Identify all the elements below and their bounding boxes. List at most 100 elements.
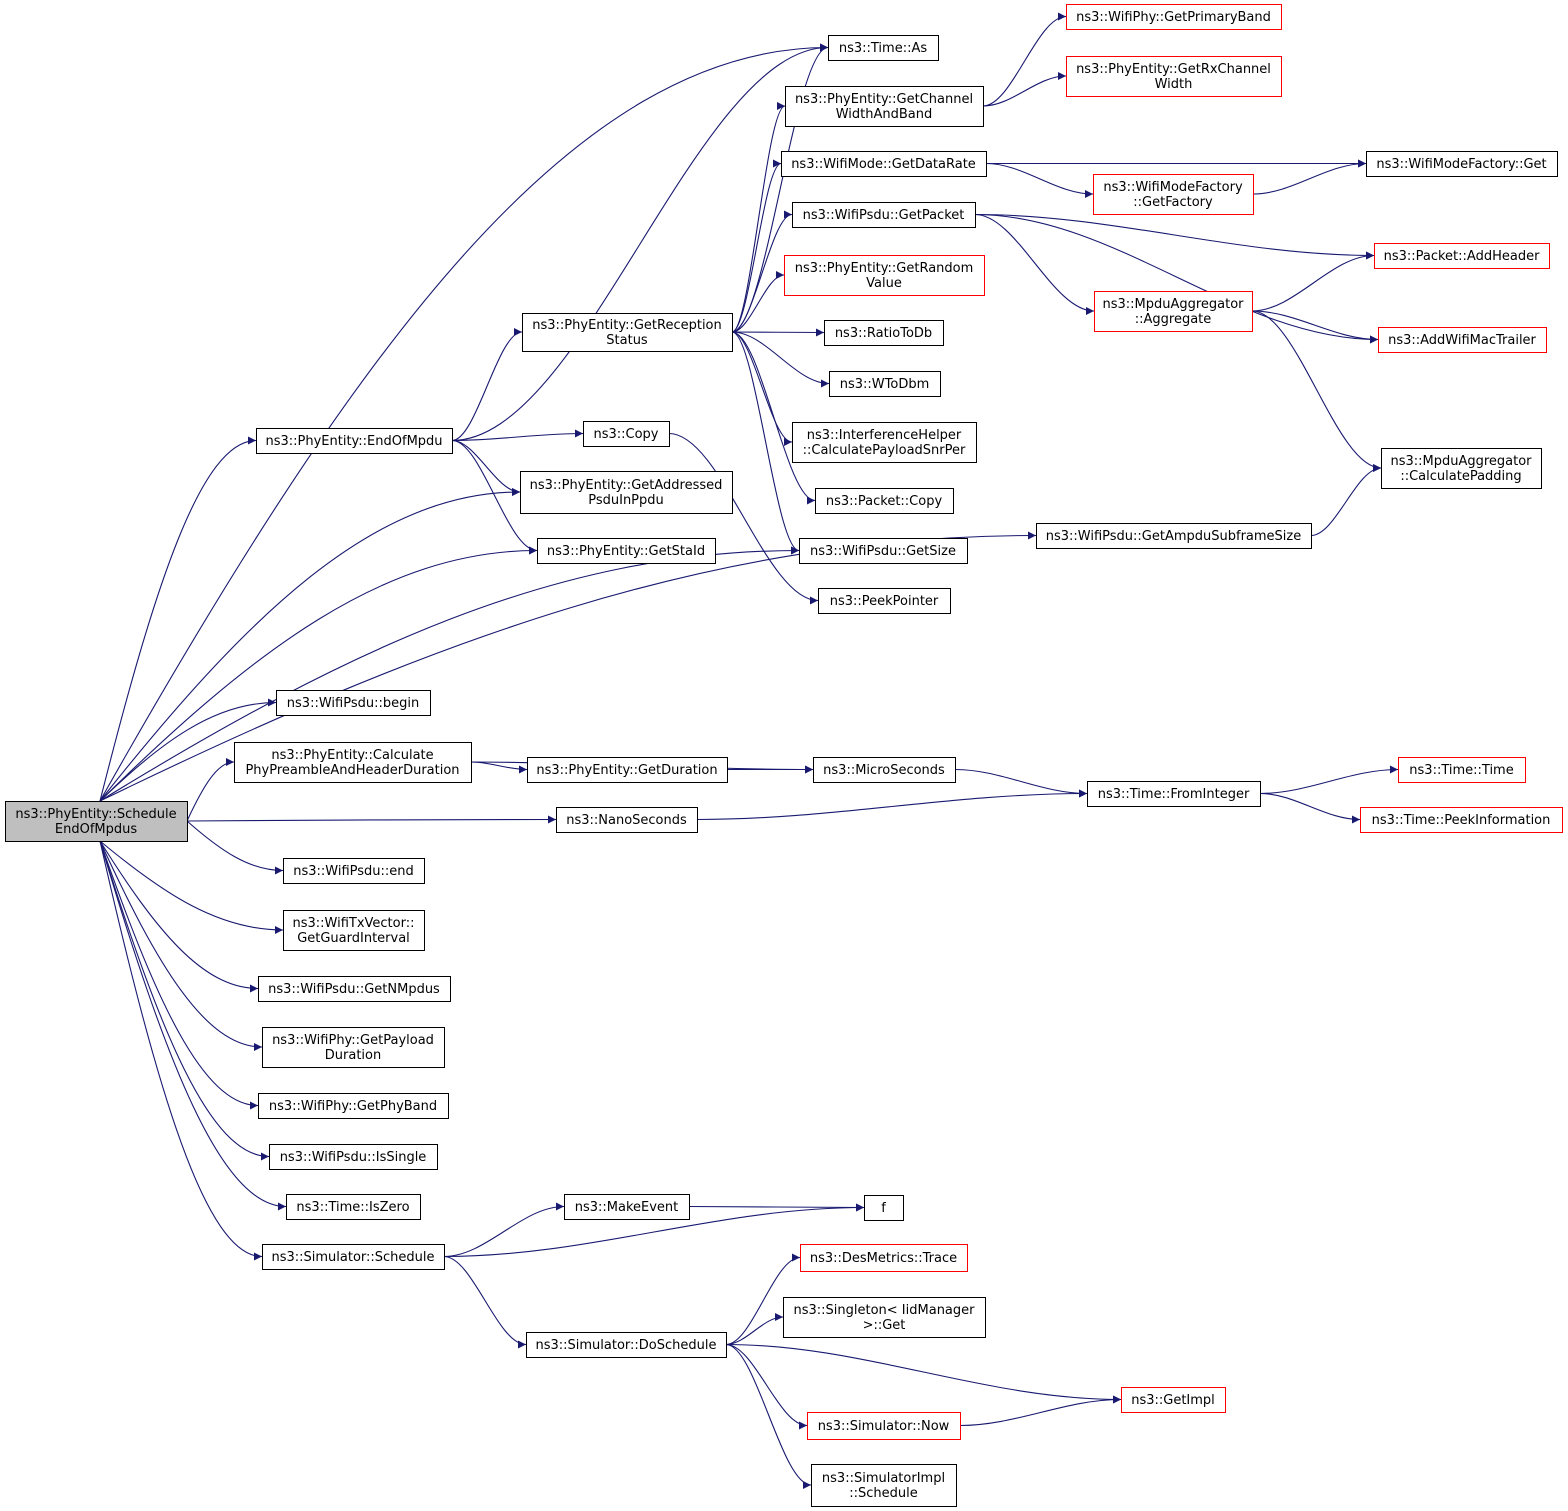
edge-dosch-to-simimpl: [725, 1343, 812, 1489]
node-nano[interactable]: ns3::NanoSeconds: [556, 807, 698, 833]
node-singget[interactable]: ns3::Singleton< IidManager >::Get: [783, 1297, 986, 1338]
node-gphyb[interactable]: ns3::WifiPhy::GetPhyBand: [258, 1093, 449, 1119]
edge-grs-to-pktcopy: [731, 331, 816, 505]
node-eom[interactable]: ns3::PhyEntity::EndOfMpdu: [256, 428, 453, 454]
node-box: [828, 35, 939, 61]
node-gnm[interactable]: ns3::WifiPsdu::GetNMpdus: [258, 976, 451, 1002]
node-macp[interactable]: ns3::MpduAggregator::CalculatePadding: [1381, 448, 1542, 489]
node-label: ns3::Time::Time: [1409, 763, 1513, 778]
node-awmt[interactable]: ns3::AddWifiMacTrailer: [1378, 327, 1547, 353]
node-copy[interactable]: ns3::Copy: [583, 421, 670, 447]
node-gdur[interactable]: ns3::PhyEntity::GetDuration: [527, 757, 728, 783]
edge-simsch-to-f: [443, 1203, 865, 1258]
node-label: ns3::WifiPsdu::GetPacket: [803, 208, 965, 223]
node-gdr[interactable]: ns3::WifiMode::GetDataRate: [781, 151, 987, 177]
node-end[interactable]: ns3::WifiPsdu::end: [283, 858, 425, 884]
edge-now-to-getimpl: [959, 1395, 1122, 1427]
node-ihcps[interactable]: ns3::InterferenceHelper::CalculatePayloa…: [792, 422, 977, 463]
node-label: ns3::Simulator::Now: [818, 1419, 950, 1434]
node-wmfget[interactable]: ns3::WifiModeFactory::Get: [1366, 151, 1558, 177]
node-box: [824, 320, 944, 346]
node-box: [1087, 781, 1261, 807]
node-box: [262, 1027, 445, 1068]
node-box: [258, 976, 451, 1002]
node-label: ns3::WifiPsdu::GetNMpdus: [268, 982, 440, 997]
node-getimpl[interactable]: ns3::GetImpl: [1121, 1387, 1226, 1413]
node-peekinfo[interactable]: ns3::Time::PeekInformation: [1360, 807, 1563, 833]
node-issingle[interactable]: ns3::WifiPsdu::IsSingle: [269, 1144, 438, 1170]
node-begin[interactable]: ns3::WifiPsdu::begin: [276, 690, 431, 716]
edge-root-to-iszero: [99, 840, 287, 1211]
node-dosch[interactable]: ns3::Simulator::DoSchedule: [526, 1332, 727, 1358]
node-now[interactable]: ns3::Simulator::Now: [807, 1412, 961, 1440]
node-label: ::Aggregate: [1135, 312, 1212, 327]
node-f[interactable]: f: [864, 1195, 904, 1221]
node-box: [800, 1244, 968, 1272]
node-box: [1381, 448, 1542, 489]
edge-root-to-issingle: [99, 840, 270, 1161]
node-gpkt[interactable]: ns3::WifiPsdu::GetPacket: [792, 202, 976, 228]
node-iszero[interactable]: ns3::Time::IsZero: [286, 1194, 421, 1220]
node-cppahd[interactable]: ns3::PhyEntity::CalculatePhyPreambleAndH…: [234, 742, 472, 783]
node-trace[interactable]: ns3::DesMetrics::Trace: [800, 1244, 968, 1272]
node-box: [1360, 807, 1563, 833]
node-label: ns3::WifiPsdu::GetAmpduSubframeSize: [1046, 529, 1302, 544]
node-mkev[interactable]: ns3::MakeEvent: [564, 1194, 690, 1220]
node-ggi[interactable]: ns3::WifiTxVector::GetGuardInterval: [283, 910, 425, 951]
node-simsch[interactable]: ns3::Simulator::Schedule: [262, 1244, 445, 1270]
node-box: [1398, 757, 1526, 783]
node-gsid[interactable]: ns3::PhyEntity::GetStaId: [537, 538, 716, 564]
node-label: ns3::Time::FromInteger: [1098, 787, 1250, 802]
node-wmfgf[interactable]: ns3::WifiModeFactory::GetFactory: [1093, 174, 1254, 215]
node-label: ns3::NanoSeconds: [566, 813, 687, 828]
node-label: ns3::WifiPhy::GetPrimaryBand: [1076, 10, 1271, 25]
node-label: f: [881, 1201, 886, 1216]
edge-fromint-to-ttime: [1259, 765, 1399, 795]
node-label: ns3::Packet::Copy: [826, 494, 943, 509]
node-box: [829, 371, 941, 397]
node-box: [1066, 4, 1282, 30]
edge-eom-to-copy: [451, 429, 584, 442]
edge-root-to-cppahd: [186, 758, 235, 822]
node-label: PhyPreambleAndHeaderDuration: [245, 763, 459, 778]
edge-eom-to-grs: [451, 328, 523, 442]
node-simimpl[interactable]: ns3::SimulatorImpl::Schedule: [811, 1464, 957, 1507]
node-label: ns3::PhyEntity::GetChannel: [795, 92, 973, 107]
node-box: [811, 1464, 957, 1507]
edge-gcwab-to-grxcw: [982, 72, 1067, 107]
edge-grs-to-grv: [731, 271, 785, 333]
edge-root-to-nano: [186, 815, 557, 824]
edge-micro-to-fromint: [954, 768, 1088, 798]
edge-grs-to-w2dbm: [731, 331, 830, 388]
edge-dosch-to-singget: [725, 1313, 784, 1346]
node-w2dbm[interactable]: ns3::WToDbm: [829, 371, 941, 397]
node-label: ns3::WifiPsdu::GetSize: [810, 544, 956, 559]
node-gpb[interactable]: ns3::WifiPhy::GetPrimaryBand: [1066, 4, 1282, 30]
node-peek[interactable]: ns3::PeekPointer: [818, 588, 951, 614]
node-gsz[interactable]: ns3::WifiPsdu::GetSize: [799, 538, 968, 564]
edge-layer: [99, 12, 1399, 1489]
node-fromint[interactable]: ns3::Time::FromInteger: [1087, 781, 1261, 807]
node-r2db[interactable]: ns3::RatioToDb: [824, 320, 944, 346]
node-addhdr[interactable]: ns3::Packet::AddHeader: [1374, 243, 1550, 269]
node-micro[interactable]: ns3::MicroSeconds: [813, 757, 956, 783]
node-label: ns3::WifiModeFactory: [1103, 180, 1243, 195]
node-agg[interactable]: ns3::MpduAggregator::Aggregate: [1094, 291, 1253, 332]
node-ttime[interactable]: ns3::Time::Time: [1398, 757, 1526, 783]
node-pktcopy[interactable]: ns3::Packet::Copy: [815, 488, 954, 514]
edge-root-to-simsch: [99, 840, 263, 1261]
edge-root-to-gsid: [99, 546, 538, 802]
node-timeAs[interactable]: ns3::Time::As: [828, 35, 939, 61]
node-label: ns3::WifiPsdu::IsSingle: [280, 1150, 427, 1165]
node-gass[interactable]: ns3::WifiPsdu::GetAmpduSubframeSize: [1036, 523, 1312, 549]
edge-nano-to-fromint: [696, 789, 1088, 821]
